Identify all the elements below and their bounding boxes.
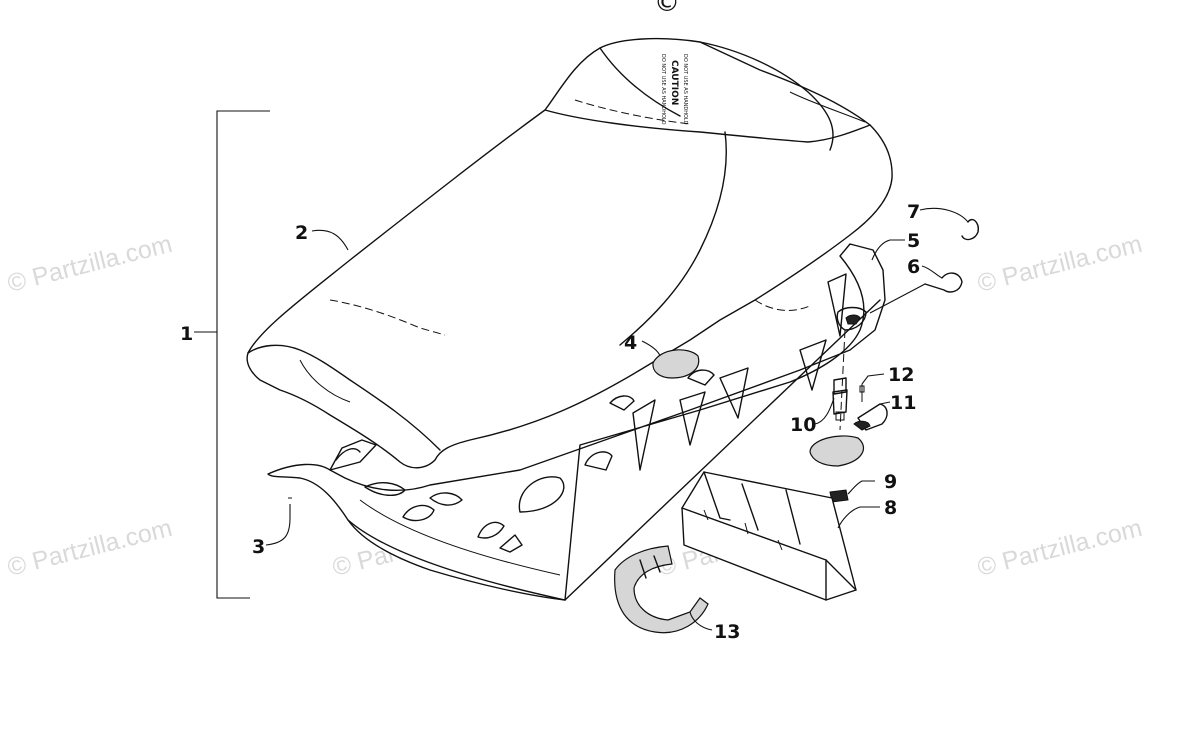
callout-2: 2 (295, 222, 308, 244)
watermark: © Partzilla.com (5, 514, 175, 582)
callout-5: 5 (907, 230, 920, 252)
callout-12: 12 (888, 364, 914, 386)
watermark: © Partzilla.com (5, 230, 175, 298)
foam-block-part (681, 471, 857, 601)
assembly-bracket (216, 110, 270, 599)
ring-part (961, 218, 980, 241)
hook-part (924, 272, 963, 293)
caution-stamp: CAUTION DO NOT USE AS HANDHOLD DO NOT US… (660, 54, 688, 125)
callout-7: 7 (907, 201, 920, 223)
caution-fine-print: DO NOT USE AS HANDHOLD (660, 54, 666, 125)
seat-base (267, 243, 886, 601)
callout-1: 1 (180, 323, 193, 345)
caution-heading: CAUTION (669, 60, 679, 105)
caution-fine-print: DO NOT USE AS HANDHOLD (682, 54, 688, 125)
callout-6: 6 (907, 256, 920, 278)
fastener-group (809, 329, 888, 503)
callout-10: 10 (790, 414, 816, 436)
callout-11: 11 (890, 392, 916, 414)
callout-9: 9 (884, 471, 897, 493)
callout-4: 4 (624, 332, 637, 354)
callout-13: 13 (714, 621, 740, 643)
strap-part (614, 545, 709, 634)
callout-8: 8 (884, 497, 897, 519)
pad-part (652, 349, 700, 379)
copyright-fragment: © (654, 0, 680, 18)
callout-3: 3 (252, 536, 265, 558)
watermark: © Partzilla.com (975, 230, 1145, 298)
watermark: © Partzilla.com (975, 514, 1145, 582)
seat-cushion (246, 37, 893, 469)
callout-labels: 1 2 3 4 5 6 7 8 9 10 11 12 13 (180, 201, 920, 643)
